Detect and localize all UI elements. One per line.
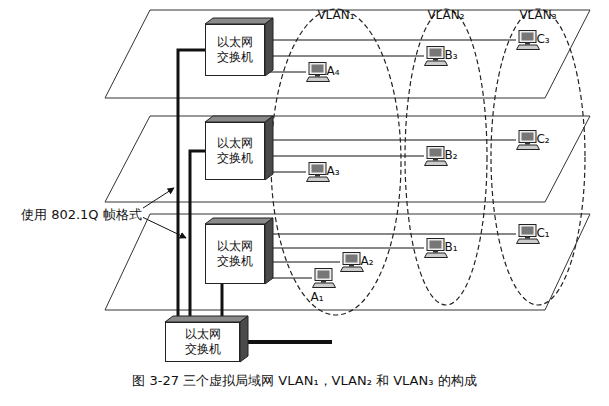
host-name: C₂ — [536, 133, 549, 145]
vlan-name: VLAN₂ — [427, 8, 464, 22]
host-name: B₃ — [444, 49, 457, 61]
host-computer: B₁ — [424, 238, 448, 258]
frame-format-note: 使用 802.1Q 帧格式 — [20, 206, 143, 224]
vlan-region: C₃ C₂ C₁ VLAN₃ — [490, 8, 586, 306]
vlan-region: B₃ B₂ B₁ VLAN₂ — [404, 8, 488, 306]
access-link — [265, 234, 516, 235]
access-link — [265, 248, 424, 249]
access-link — [265, 156, 424, 157]
host-computer: A₂ — [340, 252, 364, 272]
uplink-cable — [248, 340, 332, 344]
computer-icon — [424, 238, 448, 258]
switch-label: 以太网 交换机 — [215, 239, 255, 269]
vlan-name: VLAN₁ — [317, 8, 354, 22]
host-computer: B₂ — [424, 146, 448, 166]
ethernet-switch: 以太网 交换机 — [205, 224, 265, 284]
host-name: A₃ — [326, 165, 339, 177]
ethernet-switch: 以太网 交换机 — [205, 24, 265, 76]
trunk-link — [190, 151, 205, 322]
host-name: B₂ — [444, 149, 457, 161]
computer-icon — [424, 146, 448, 166]
access-link — [265, 262, 340, 263]
ethernet-switch: 以太网 交换机 — [165, 322, 240, 362]
host-name: A₁ — [310, 291, 323, 303]
switch-label: 以太网 交换机 — [183, 327, 223, 357]
host-name: B₁ — [444, 241, 457, 253]
leader-arrow — [140, 188, 174, 210]
vlan-region: A₄A₃A₂A₁VLAN₁ — [270, 8, 402, 316]
host-computer: B₃ — [424, 46, 448, 66]
ethernet-switch: 以太网 交换机 — [205, 122, 265, 180]
computer-icon — [306, 162, 330, 182]
host-computer: C₃ — [516, 30, 540, 50]
computer-icon — [306, 62, 330, 82]
vlan-outline — [270, 8, 402, 316]
host-computer: C₂ — [516, 130, 540, 150]
host-computer: A₃ — [306, 162, 330, 182]
host-name: C₁ — [536, 227, 549, 239]
host-computer: A₁ — [312, 268, 336, 288]
vlan-outline — [490, 8, 586, 306]
host-computer: A₄ — [306, 62, 330, 82]
computer-icon — [340, 252, 364, 272]
switch-label: 以太网 交换机 — [215, 35, 255, 65]
host-name: C₃ — [536, 33, 549, 45]
figure-caption: 图 3-27 三个虚拟局域网 VLAN₁，VLAN₂ 和 VLAN₃ 的构成 — [131, 372, 477, 390]
trunk-link — [178, 50, 205, 322]
access-link — [265, 40, 516, 41]
switch-label: 以太网 交换机 — [215, 136, 255, 166]
vlan-name: VLAN₃ — [519, 8, 556, 22]
host-name: A₂ — [360, 255, 373, 267]
computer-icon — [312, 268, 336, 288]
computer-icon — [424, 46, 448, 66]
host-name: A₄ — [326, 65, 339, 77]
access-link — [265, 140, 516, 141]
host-computer: C₁ — [516, 224, 540, 244]
